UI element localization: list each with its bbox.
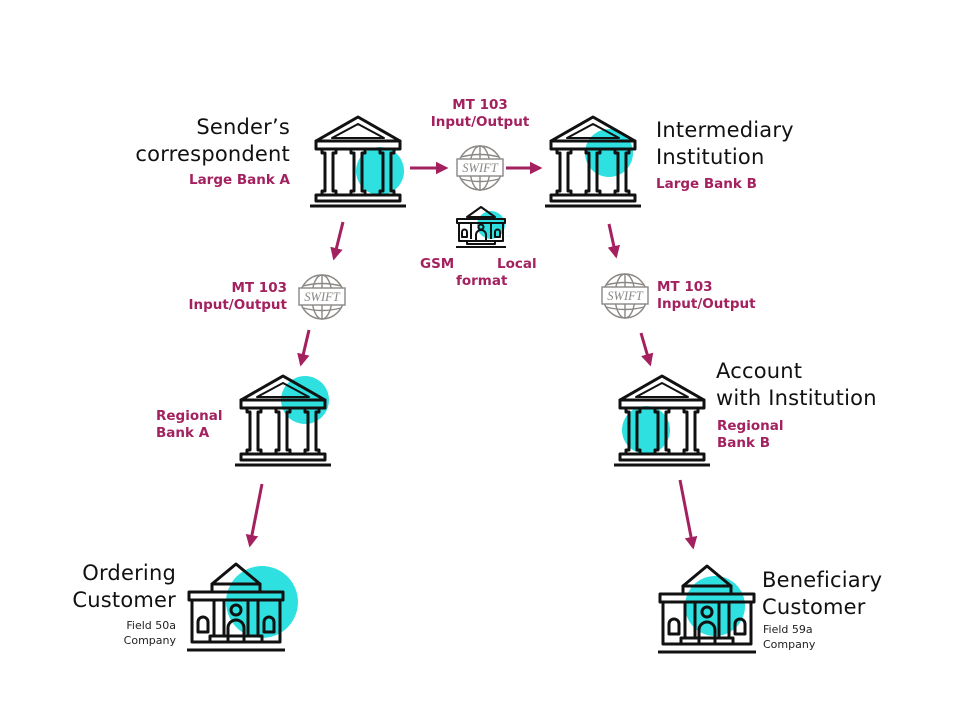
channel-label-line: MT 103: [657, 279, 713, 295]
bank-icon: [545, 115, 641, 208]
bank-icon: [235, 374, 331, 467]
arrow-intermediary-to-swift-right: [607, 223, 621, 259]
detail-line: Company: [123, 634, 176, 647]
detail-line: Field 59a: [763, 623, 813, 636]
channel-label-line: Input/Output: [657, 296, 756, 312]
title-line: with Institution: [716, 386, 877, 410]
swift-text: SWIFT: [607, 289, 643, 303]
title-line: correspondent: [135, 142, 290, 166]
channel-label-line: MT 103: [452, 97, 508, 113]
account-with-subtitle: Regional Bank B: [717, 418, 783, 452]
channel-label-line: MT 103: [231, 280, 287, 296]
arrow-account-to-beneficiary: [678, 479, 698, 550]
company-building-icon: [658, 564, 756, 654]
arrow-swift-right-to-account: [639, 332, 654, 367]
arrow-sender-to-swift-left: [330, 221, 345, 261]
company-building-icon: [456, 206, 506, 248]
subtitle-line: Regional: [717, 418, 784, 434]
ordering-customer-detail: Field 50a Company: [124, 618, 176, 648]
ordering-customer-title: Ordering Customer: [72, 560, 176, 614]
title-line: Account: [716, 359, 803, 383]
arrow-regional-a-to-ordering: [245, 483, 264, 548]
intermediary-subtitle: Large Bank B: [656, 176, 757, 192]
intermediary-title: Intermediary Institution: [656, 117, 794, 171]
company-building-icon: [187, 562, 298, 652]
channel-left-label: MT 103 Input/Output: [188, 280, 287, 314]
detail-line: Company: [763, 638, 816, 651]
detail-line: Field 50a: [126, 619, 176, 632]
channel-right-label: MT 103 Input/Output: [657, 279, 756, 313]
title-line: Sender’s: [196, 115, 290, 139]
swift-icon: SWIFT: [601, 273, 649, 319]
beneficiary-customer-detail: Field 59a Company: [763, 622, 815, 652]
senders-correspondent-title: Sender’s correspondent: [135, 114, 290, 168]
channel-top-label: MT 103 Input/Output: [410, 97, 550, 131]
channel-label-line: Input/Output: [188, 297, 287, 313]
swift-text: SWIFT: [304, 290, 340, 304]
senders-correspondent-subtitle: Large Bank A: [188, 172, 290, 188]
title-line: Intermediary: [656, 118, 794, 142]
title-line: Ordering: [82, 561, 176, 585]
bank-icon: [614, 374, 710, 467]
title-line: Beneficiary: [762, 568, 883, 592]
account-with-title: Account with Institution: [716, 358, 877, 412]
swift-icon: SWIFT: [298, 274, 346, 320]
swift-icon: SWIFT: [456, 145, 504, 191]
title-line: Customer: [762, 595, 866, 619]
title-line: Institution: [656, 145, 765, 169]
arrow-swift-left-to-regional-a: [297, 329, 311, 367]
subtitle-line: Bank A: [156, 425, 210, 441]
regional-a-subtitle: Regional Bank A: [156, 408, 222, 442]
gsm-label: GSM: [420, 256, 455, 272]
subtitle-line: Bank B: [717, 435, 770, 451]
format-label: format: [456, 273, 508, 289]
bank-icon: [310, 115, 406, 208]
channel-label-line: Input/Output: [430, 114, 530, 130]
swift-text: SWIFT: [462, 161, 498, 175]
subtitle-line: Regional: [156, 408, 223, 424]
local-label: Local: [497, 256, 537, 272]
title-line: Customer: [72, 588, 176, 612]
beneficiary-customer-title: Beneficiary Customer: [762, 567, 882, 621]
